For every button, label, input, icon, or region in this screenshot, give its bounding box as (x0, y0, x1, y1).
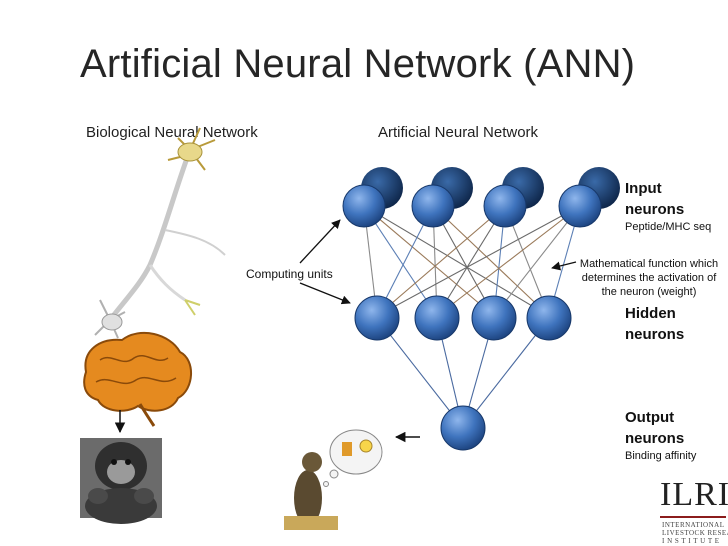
input-neurons-label: Input neurons (625, 180, 685, 218)
input-neurons (342, 184, 602, 228)
math-function-arrow (551, 261, 577, 271)
computing-units-arrow-down (299, 282, 351, 305)
input-neuron (483, 184, 527, 228)
hidden-neuron (414, 295, 460, 341)
thinker-illustration (284, 429, 383, 530)
brain-illustration (83, 331, 193, 427)
hidden-neurons-label: Hidden neurons (625, 305, 685, 343)
ilri-logo-line-3: I N S T I T U T E (662, 537, 720, 545)
slide-title: Artificial Neural Network (ANN) (80, 42, 636, 86)
ilri-logo: ILRI INTERNATIONAL LIVESTOCK RESEARCH I … (656, 476, 728, 546)
output-neurons-label: Output neurons (625, 409, 685, 447)
ilri-logo-line-1: INTERNATIONAL (662, 521, 725, 529)
input-neuron (342, 184, 386, 228)
math-function-label: Mathematical function which determines t… (579, 258, 719, 298)
ilri-logo-bar (660, 516, 726, 518)
computing-units-label: Computing units (246, 267, 333, 281)
hidden-neuron (354, 295, 400, 341)
biological-neuron-illustration (94, 127, 226, 339)
orangutan-photo (80, 438, 162, 524)
input-neurons-sublabel: Peptide/MHC seq (625, 221, 712, 233)
output-neuron (440, 405, 486, 451)
hidden-neurons (354, 295, 572, 341)
output-neurons-sublabel: Binding affinity (625, 450, 697, 462)
hidden-neuron (526, 295, 572, 341)
ilri-logo-line-2: LIVESTOCK RESEARCH (662, 529, 728, 537)
input-neuron (411, 184, 455, 228)
input-neuron (558, 184, 602, 228)
ilri-logo-word: ILRI (660, 476, 728, 513)
artificial-network-heading: Artificial Neural Network (378, 124, 539, 141)
hidden-neuron (471, 295, 517, 341)
biological-network-heading: Biological Neural Network (86, 124, 258, 141)
computing-units-arrow-up (299, 219, 341, 264)
